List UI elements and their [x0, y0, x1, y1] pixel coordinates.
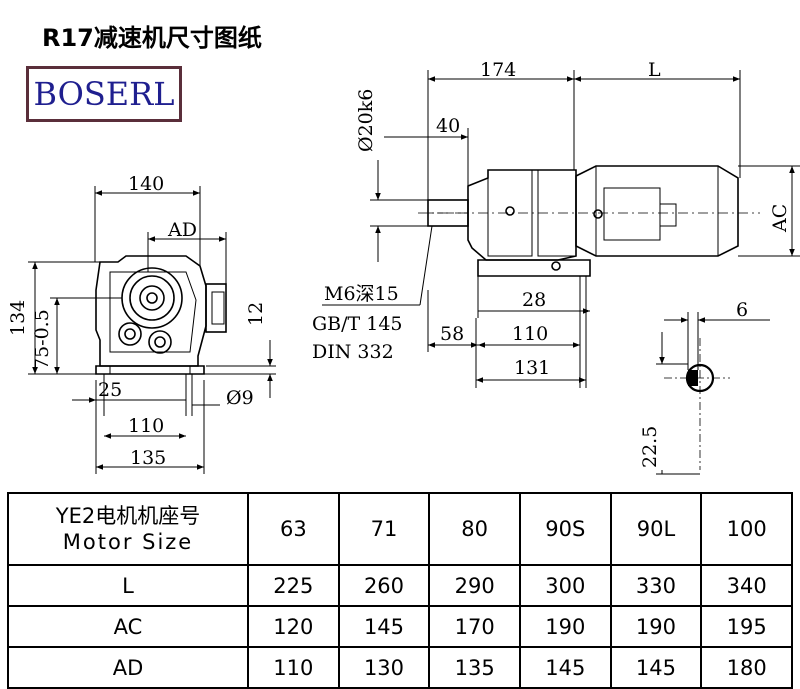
motor-size-cell: 63: [247, 492, 340, 566]
table-row: L 225 260 290 300 330 340: [7, 564, 793, 607]
motor-size-cell: 90L: [609, 492, 703, 566]
dim-25: 25: [98, 379, 122, 401]
table-cell: 330: [609, 564, 703, 607]
motor-size-cell: 100: [700, 492, 793, 566]
standard-gbt: GB/T 145: [312, 313, 403, 335]
dim-ad: AD: [167, 219, 197, 241]
page-title: R17减速机尺寸图纸: [42, 24, 262, 52]
dim-75: 75-0.5: [31, 309, 53, 370]
table-cell: 145: [518, 646, 612, 689]
table-cell: 130: [337, 646, 431, 689]
technical-drawing: 140 AD 134 75-0.5 12 25 Ø9 110 135: [7, 59, 800, 475]
table-cell: 110: [247, 646, 340, 689]
motor-size-cell: 80: [428, 492, 521, 566]
row-label: AD: [7, 646, 249, 689]
dim-131: 131: [514, 357, 550, 379]
motor-size-table: YE2电机机座号 Motor Size 63 71 80 90S 90L 100…: [7, 492, 793, 689]
dim-hole-9: Ø9: [226, 387, 254, 409]
table-header-row: YE2电机机座号 Motor Size 63 71 80 90S 90L 100: [7, 492, 793, 566]
dim-shaft-20: Ø20k6: [355, 89, 377, 152]
table-cell: 145: [609, 646, 703, 689]
dim-22-5: 22.5: [639, 426, 661, 468]
dim-40: 40: [436, 115, 460, 137]
dim-110-side: 110: [512, 323, 548, 345]
table-cell: 145: [337, 605, 431, 648]
table-cell: 190: [518, 605, 612, 648]
motor-size-cell: 71: [337, 492, 431, 566]
dim-134: 134: [7, 300, 29, 336]
table-cell: 290: [428, 564, 521, 607]
dim-12: 12: [245, 302, 267, 326]
table-cell: 180: [700, 646, 793, 689]
table-header-label: YE2电机机座号 Motor Size: [7, 492, 249, 566]
table-cell: 195: [700, 605, 793, 648]
logo-text: BOSERL: [33, 75, 175, 113]
table-cell: 135: [428, 646, 521, 689]
dim-174: 174: [480, 59, 516, 81]
table-row: AD 110 130 135 145 145 180: [7, 646, 793, 689]
standard-din: DIN 332: [312, 341, 394, 363]
table-cell: 170: [428, 605, 521, 648]
side-view: [418, 165, 760, 277]
header-line-en: Motor Size: [62, 530, 194, 554]
dim-110-front: 110: [128, 415, 164, 437]
shaft-section-dimensions: [656, 312, 770, 475]
dim-28: 28: [522, 289, 546, 311]
table-cell: 340: [700, 564, 793, 607]
brand-logo: BOSERL: [26, 66, 182, 122]
table-cell: 260: [337, 564, 431, 607]
motor-size-cell: 90S: [518, 492, 612, 566]
dim-135: 135: [130, 447, 166, 469]
table-cell: 190: [609, 605, 703, 648]
table-cell: 225: [247, 564, 340, 607]
dim-ac: AC: [769, 204, 791, 233]
header-line-cn: YE2电机机座号: [55, 504, 201, 528]
table-row: AC 120 145 170 190 190 195: [7, 605, 793, 648]
front-view-dimensions: [28, 186, 276, 474]
row-label: AC: [7, 605, 249, 648]
table-cell: 300: [518, 564, 612, 607]
table-cell: 120: [247, 605, 340, 648]
dim-l: L: [648, 59, 661, 81]
dim-140: 140: [128, 173, 164, 195]
dim-58: 58: [440, 323, 464, 345]
side-view-dimensions: [322, 70, 800, 388]
front-view: [95, 255, 227, 375]
row-label: L: [7, 564, 249, 607]
dim-6: 6: [736, 299, 748, 321]
shaft-section: [664, 338, 730, 470]
standard-m6: M6深15: [324, 283, 399, 305]
